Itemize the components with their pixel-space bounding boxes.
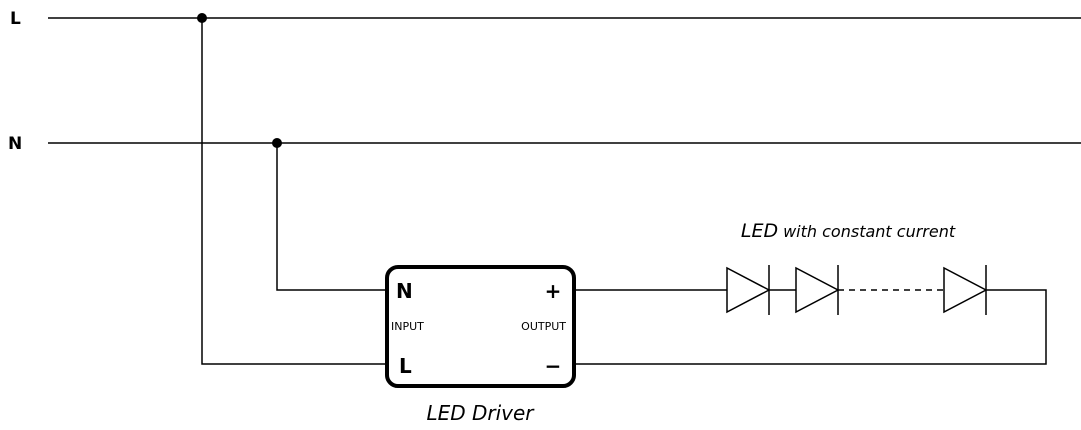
driver-output-label: OUTPUT	[521, 320, 566, 333]
led-caption-main: LED	[741, 220, 778, 242]
led-diode-n	[943, 265, 988, 315]
return-wire	[574, 289, 1047, 365]
led-driver-box	[385, 265, 576, 388]
led-string-caption: LED with constant current	[741, 220, 956, 242]
line-rail-label: L	[10, 9, 21, 29]
driver-input-label: INPUT	[391, 320, 424, 333]
driver-terminal-l: L	[399, 354, 412, 378]
led-diode-1	[726, 265, 771, 315]
neutral-rail-label: N	[8, 134, 22, 154]
led-diode-2	[795, 265, 840, 315]
neutral-feed-wire	[276, 143, 387, 291]
driver-terminal-n: N	[396, 279, 413, 303]
led-caption-rest: with constant current	[783, 222, 956, 241]
driver-terminal-plus: +	[545, 279, 562, 303]
led-driver-caption: LED Driver	[426, 401, 535, 425]
driver-terminal-minus: −	[545, 354, 562, 378]
line-feed-wire	[201, 18, 387, 365]
